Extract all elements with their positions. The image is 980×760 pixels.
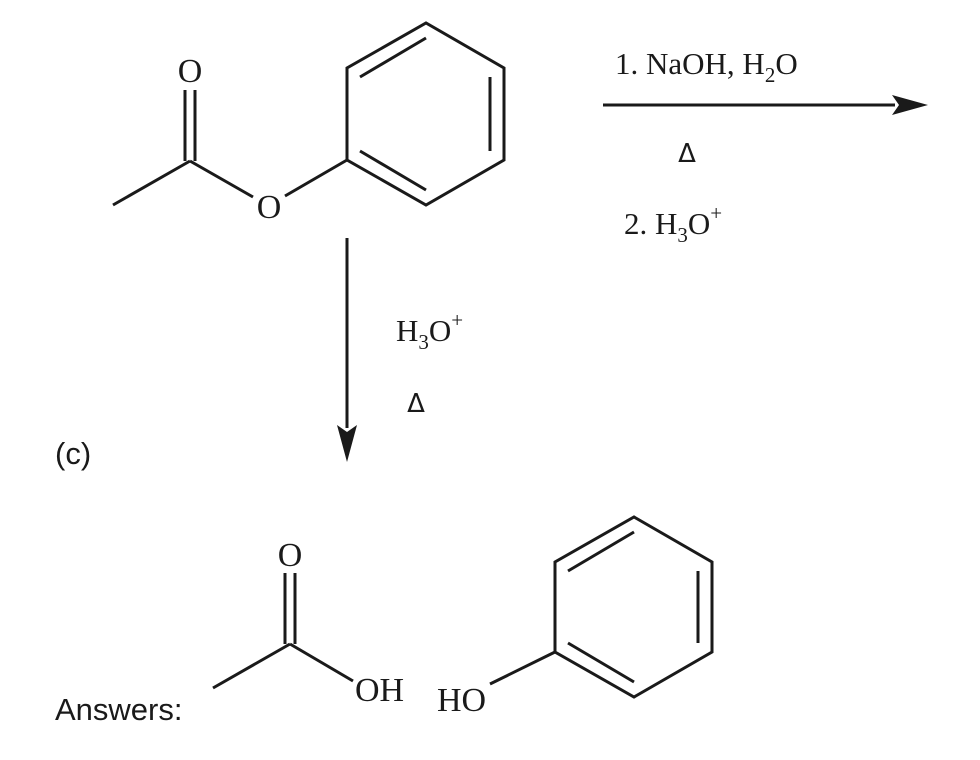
horizontal-heat-symbol: Δ <box>678 139 696 169</box>
product-phenol: HO <box>437 515 714 719</box>
reactant-phenyl-acetate: O O <box>112 21 506 226</box>
vertical-heat-symbol: Δ <box>407 389 425 419</box>
acid-carbonyl-oxygen: O <box>278 537 303 574</box>
horizontal-arrowhead <box>892 95 928 115</box>
phenol-ring-double-bond-1 <box>567 530 635 573</box>
horizontal-condition-step2: 2. H3O+ <box>624 201 722 247</box>
benzene-ring-phenol <box>553 515 714 699</box>
answers-label: Answers: <box>55 692 182 727</box>
ester-oxygen: O <box>257 189 282 226</box>
acid-methyl-bond <box>212 642 291 690</box>
part-label: (c) <box>55 436 91 471</box>
ring-double-bond-1 <box>359 36 427 79</box>
methyl-bond <box>112 159 191 207</box>
vertical-condition-reagent: H3O+ <box>396 308 463 354</box>
vertical-reaction-arrow <box>337 238 357 462</box>
horizontal-reaction-arrow <box>603 95 928 115</box>
product-acetic-acid: O OH <box>212 537 404 709</box>
phenol-ring-double-bond-3 <box>567 641 635 684</box>
ester-c-o-bond <box>189 159 254 199</box>
acid-hydroxyl: OH <box>355 672 404 709</box>
o-phenyl-bond <box>284 158 348 198</box>
carbonyl-oxygen: O <box>178 53 203 90</box>
phenol-o-ring-bond <box>489 650 556 686</box>
vertical-arrowhead <box>337 425 357 462</box>
benzene-ring-reactant <box>345 21 506 207</box>
horizontal-condition-step1: 1. NaOH, H2O <box>615 46 798 87</box>
ring-double-bond-3 <box>359 149 427 192</box>
phenol-hydroxyl: HO <box>437 682 486 719</box>
acid-c-oh-bond <box>289 642 354 683</box>
